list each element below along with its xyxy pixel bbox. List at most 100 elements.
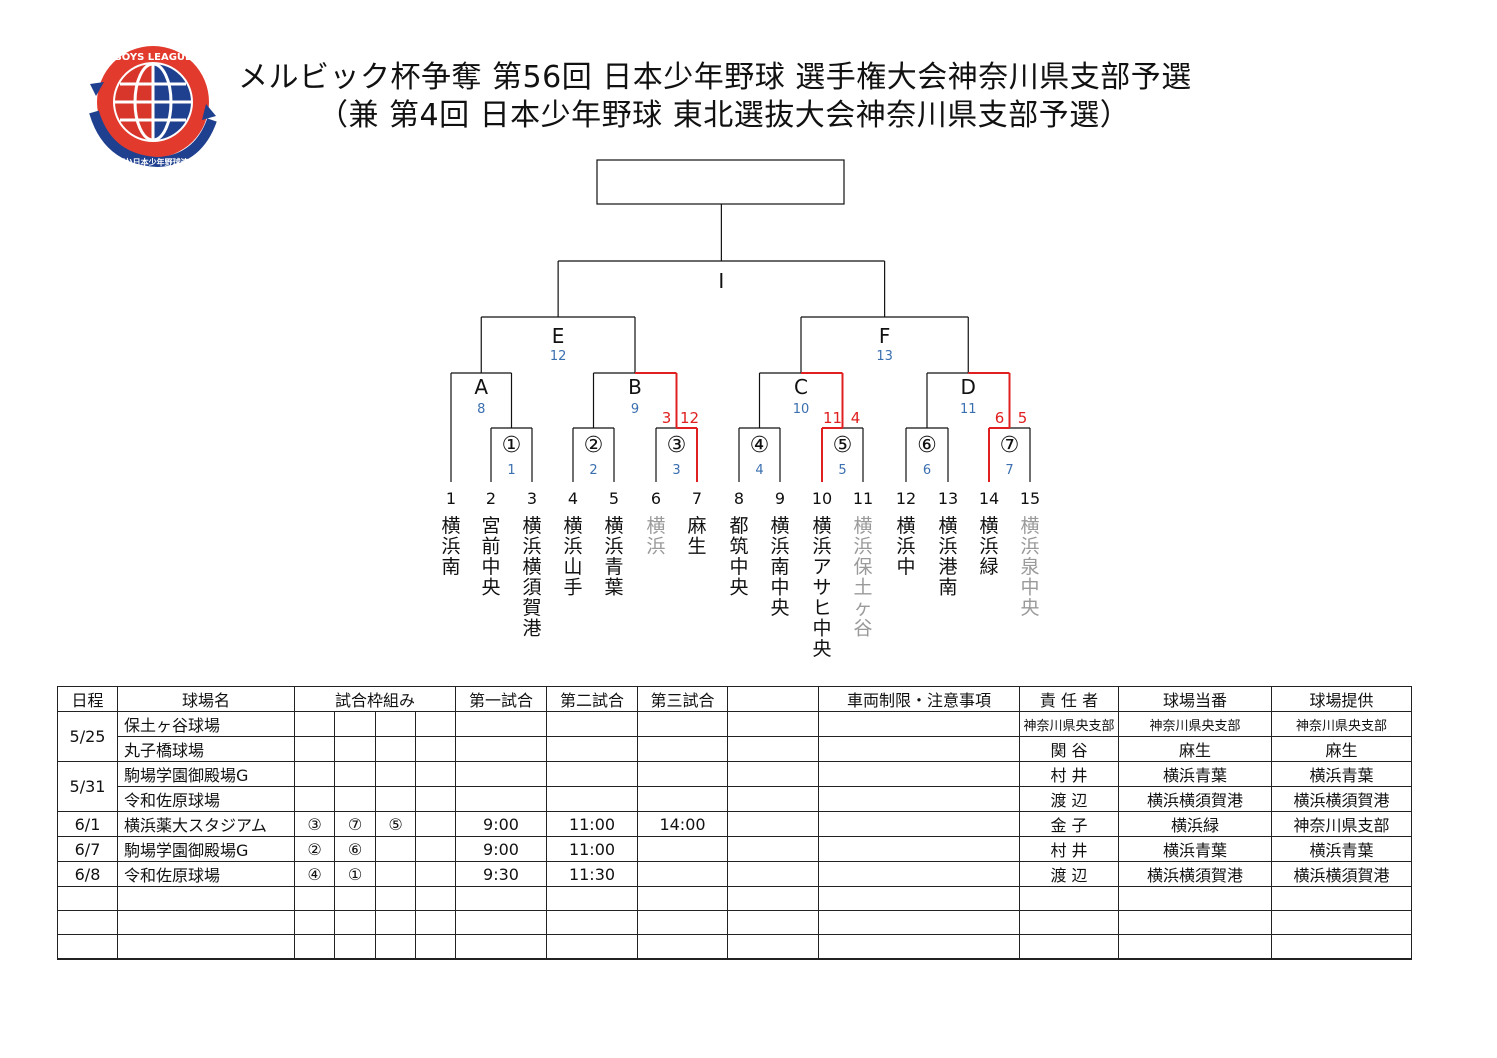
cell-provider	[1271, 934, 1412, 960]
cell-game2: 11:00	[546, 836, 638, 862]
cell-game1	[455, 786, 547, 812]
team-name: 横浜中	[896, 515, 915, 578]
team-seed-number: 2	[486, 489, 496, 508]
cell-game1	[455, 934, 547, 960]
cell-game3	[637, 886, 728, 911]
cell-duty	[1118, 886, 1272, 911]
cell-notes	[818, 711, 1020, 737]
team-name-char: 横	[522, 556, 541, 578]
cell-game2	[546, 711, 638, 737]
team-name-char: 央	[729, 577, 748, 599]
team-name-char: 生	[687, 536, 706, 558]
cell-game3	[637, 711, 728, 737]
cell-extra	[727, 761, 819, 787]
schedule-header-row: 日程 球場名 試合枠組み 第一試合 第二試合 第三試合 車両制限・注意事項 責 …	[57, 686, 1412, 712]
cell-match-2	[334, 910, 376, 935]
cell-game3	[637, 761, 728, 787]
cell-extra	[727, 786, 819, 812]
cell-duty: 横浜青葉	[1118, 836, 1272, 862]
team-name-char: 横	[563, 515, 582, 537]
quarter-match-number: 8	[477, 402, 485, 417]
quarter-match-label: D	[961, 375, 976, 399]
cell-responsible	[1019, 910, 1119, 935]
cell-notes	[818, 786, 1020, 812]
team-name-char: 中	[812, 618, 831, 640]
cell-responsible: 関 谷	[1019, 736, 1119, 762]
cell-provider: 横浜横須賀港	[1271, 786, 1412, 812]
round1-match-label: ①	[502, 433, 522, 458]
header-game3: 第三試合	[637, 686, 728, 712]
round1-match-number: 2	[589, 463, 597, 478]
cell-date: 6/7	[57, 836, 118, 862]
cell-game2	[546, 761, 638, 787]
header-blank	[727, 686, 819, 712]
cell-game3	[637, 736, 728, 762]
team-name-char: 手	[563, 577, 582, 599]
cell-provider: 神奈川県央支部	[1271, 711, 1412, 737]
team-name-char: 浜	[1020, 536, 1039, 558]
team-name-char: 南	[441, 556, 460, 578]
team-name: 横浜保土ヶ谷	[853, 515, 872, 640]
cell-provider: 横浜青葉	[1271, 761, 1412, 787]
team-name-char: 横	[441, 515, 460, 537]
logo-arrow-right	[202, 104, 216, 120]
semi-match-label: F	[879, 324, 891, 348]
team-name-char: 保	[853, 556, 872, 578]
team-name-char: 横	[646, 515, 665, 537]
cell-extra	[727, 811, 819, 837]
team-name: 麻生	[687, 515, 706, 558]
team-name-char: 山	[563, 556, 582, 578]
final-match-label: I	[718, 269, 724, 293]
team-name: 横浜南	[441, 515, 460, 578]
team-name-char: 南	[770, 556, 789, 578]
page-title-line-2: （兼 第4回 日本少年野球 東北選抜大会神奈川県支部予選）	[318, 98, 1131, 133]
cell-match-2	[334, 761, 376, 787]
cell-match-4	[415, 786, 456, 812]
cell-game2	[546, 934, 638, 960]
cell-venue: 保土ヶ谷球場	[117, 711, 295, 737]
team-name-char: 央	[770, 597, 789, 619]
team-name: 横浜青葉	[604, 515, 623, 599]
round1-match-number: 4	[755, 463, 763, 478]
cell-notes	[818, 736, 1020, 762]
cell-date	[57, 910, 118, 935]
team-name-char: 横	[1020, 515, 1039, 537]
header-duty: 球場当番	[1118, 686, 1272, 712]
cell-date: 5/31	[57, 761, 118, 812]
cell-game1: 9:30	[455, 861, 547, 887]
cell-provider: 神奈川県支部	[1271, 811, 1412, 837]
cell-match-2: ⑥	[334, 836, 376, 862]
team-name-char: 須	[522, 577, 541, 599]
table-row	[57, 910, 1412, 935]
cell-date: 6/1	[57, 811, 118, 837]
cell-match-1: ④	[294, 861, 335, 887]
cell-venue: 駒場学園御殿場G	[117, 836, 295, 862]
cell-responsible	[1019, 934, 1119, 960]
team-name-char: 浜	[812, 536, 831, 558]
cell-venue: 丸子橋球場	[117, 736, 295, 762]
team-name-char: 浜	[770, 536, 789, 558]
semi-match-number: 13	[876, 349, 893, 364]
table-row: 5/25 保土ヶ谷球場 神奈川県央支部 神奈川県央支部 神奈川県央支部	[57, 711, 1412, 762]
cell-match-1	[294, 736, 335, 762]
cell-provider: 横浜青葉	[1271, 836, 1412, 862]
team-name-char: 横	[812, 515, 831, 537]
cell-game2: 11:30	[546, 861, 638, 887]
bracket-labels: 1横浜南2宮前中央3横浜横須賀港4横浜山手5横浜青葉6横浜7麻生8都筑中央9横浜…	[441, 269, 1040, 660]
cell-game1: 9:00	[455, 836, 547, 862]
header-game1: 第一試合	[455, 686, 547, 712]
semi-match-number: 12	[550, 349, 567, 364]
team-name: 横浜緑	[979, 515, 998, 578]
cell-match-3	[375, 761, 416, 787]
team-seed-number: 7	[692, 489, 702, 508]
cell-extra	[727, 711, 819, 737]
score-left: 6	[995, 409, 1005, 427]
schedule-table: 日程 球場名 試合枠組み 第一試合 第二試合 第三試合 車両制限・注意事項 責 …	[57, 686, 1412, 960]
cell-game3	[637, 910, 728, 935]
team-name: 横浜南中央	[770, 515, 789, 619]
cell-match-4	[415, 934, 456, 960]
team-name-char: 浜	[646, 536, 665, 558]
cell-match-4	[415, 736, 456, 762]
cell-extra	[727, 934, 819, 960]
cell-extra	[727, 910, 819, 935]
